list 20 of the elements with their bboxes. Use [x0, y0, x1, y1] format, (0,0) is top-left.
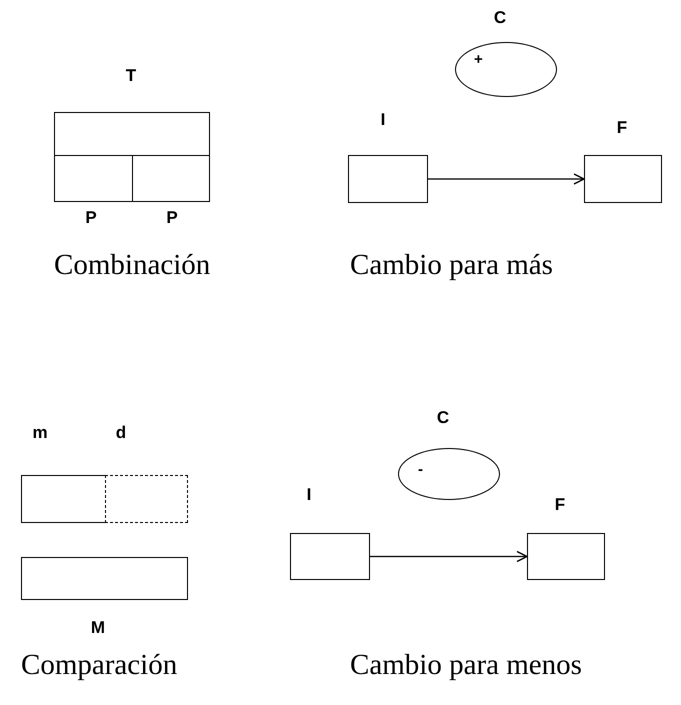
letter-label: T [126, 66, 136, 86]
caption-text: Comparación [21, 648, 178, 682]
sign-text: - [418, 462, 423, 478]
sign-text: + [474, 52, 483, 68]
caption-text: Cambio para menos [350, 648, 582, 682]
letter-label: m [32, 423, 48, 443]
letter-label: C [436, 408, 450, 428]
arrow [428, 173, 585, 185]
caption-text: Combinación [54, 248, 210, 282]
letter-label: d [116, 423, 126, 443]
letter-label: P [166, 208, 178, 228]
letter-label: I [306, 485, 312, 505]
letter-label: F [554, 495, 566, 515]
letter-label: M [90, 618, 106, 638]
letter-label: C [494, 8, 506, 28]
arrow [370, 550, 528, 562]
letter-label: F [616, 118, 628, 138]
letter-label: I [380, 110, 386, 130]
caption-text: Cambio para más [350, 248, 553, 282]
letter-label: P [85, 208, 97, 228]
